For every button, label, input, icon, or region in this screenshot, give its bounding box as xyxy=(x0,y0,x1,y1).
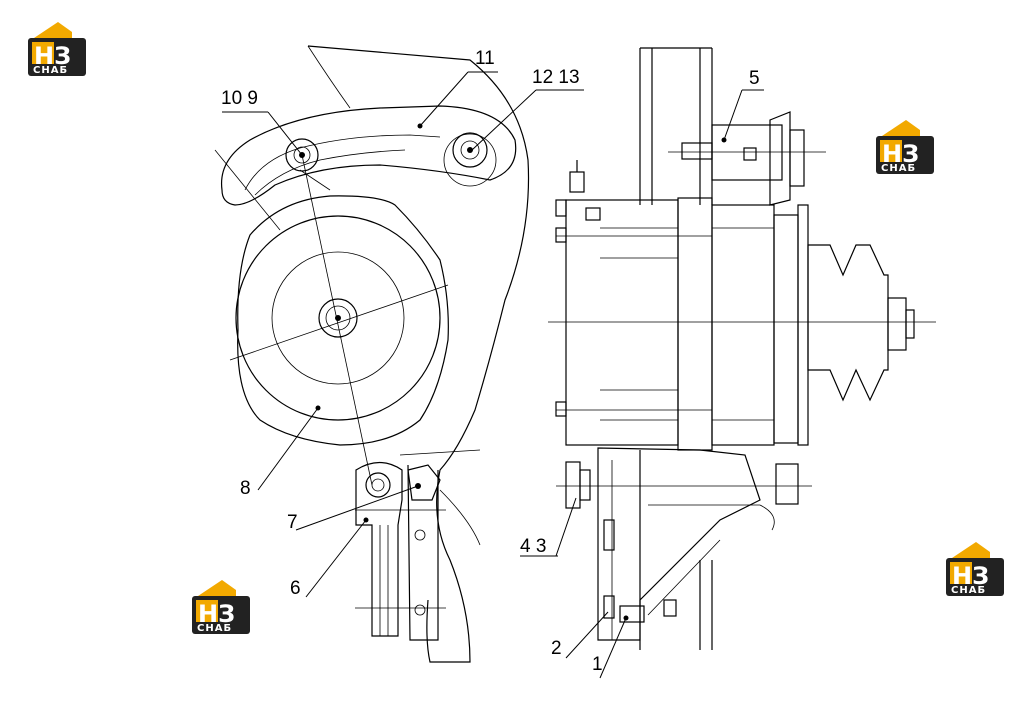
logo-watermark-right-bottom: НЗ СНАБ xyxy=(946,542,1004,596)
svg-text:НЗ: НЗ xyxy=(198,600,235,628)
pivot-bolt-6 xyxy=(365,472,391,498)
upper-bracket xyxy=(711,124,783,181)
svg-text:СНАБ: СНАБ xyxy=(951,585,986,596)
svg-text:НЗ: НЗ xyxy=(34,42,71,70)
callout-2: 2 xyxy=(551,638,562,659)
pulley xyxy=(807,244,889,402)
alternator-side-body xyxy=(565,199,679,446)
bracket-outline xyxy=(307,45,530,663)
svg-text:НЗ: НЗ xyxy=(882,140,919,168)
bolt-12-head xyxy=(452,132,488,168)
callout-5: 5 xyxy=(749,68,760,89)
callout-labels: 11 12 13 10 9 5 8 7 6 4 3 2 1 xyxy=(221,48,760,675)
lower-bracket xyxy=(355,461,403,637)
bolt-3-head xyxy=(565,461,581,509)
svg-text:СНАБ: СНАБ xyxy=(33,65,68,76)
callout-11: 11 xyxy=(475,48,495,69)
terminal xyxy=(569,171,585,193)
nut-4 xyxy=(775,463,799,505)
callout-8: 8 xyxy=(240,478,251,499)
callout-leaders xyxy=(222,71,764,679)
wedge-1 xyxy=(619,605,645,623)
adjusting-arm xyxy=(220,105,517,206)
alternator-front-face xyxy=(235,215,441,421)
logo-watermark-left-bottom: НЗ СНАБ xyxy=(192,580,250,634)
callout-6: 6 xyxy=(290,578,301,599)
side-view xyxy=(548,47,936,650)
nut-5 xyxy=(789,129,805,187)
callout-4-3: 4 3 xyxy=(520,536,546,557)
callout-1: 1 xyxy=(592,654,603,675)
callout-12-13: 12 13 xyxy=(532,67,580,88)
centerline-2 xyxy=(301,154,373,486)
centerline-1 xyxy=(229,284,449,361)
lower-support xyxy=(597,447,761,641)
shaft-nut xyxy=(318,298,358,338)
svg-text:СНАБ: СНАБ xyxy=(197,623,232,634)
pin-2 xyxy=(603,595,615,619)
front-view xyxy=(214,45,530,663)
pulley-nut xyxy=(887,297,907,351)
logo-watermark-top-left: НЗ СНАБ xyxy=(28,22,86,76)
logo-watermark-right-top: НЗ СНАБ xyxy=(876,120,934,174)
nut-7 xyxy=(407,464,441,501)
callout-7: 7 xyxy=(287,512,298,533)
svg-text:СНАБ: СНАБ xyxy=(881,163,916,174)
svg-text:НЗ: НЗ xyxy=(952,562,989,590)
callout-10-9: 10 9 xyxy=(221,88,258,109)
alternator-housing xyxy=(237,195,449,446)
